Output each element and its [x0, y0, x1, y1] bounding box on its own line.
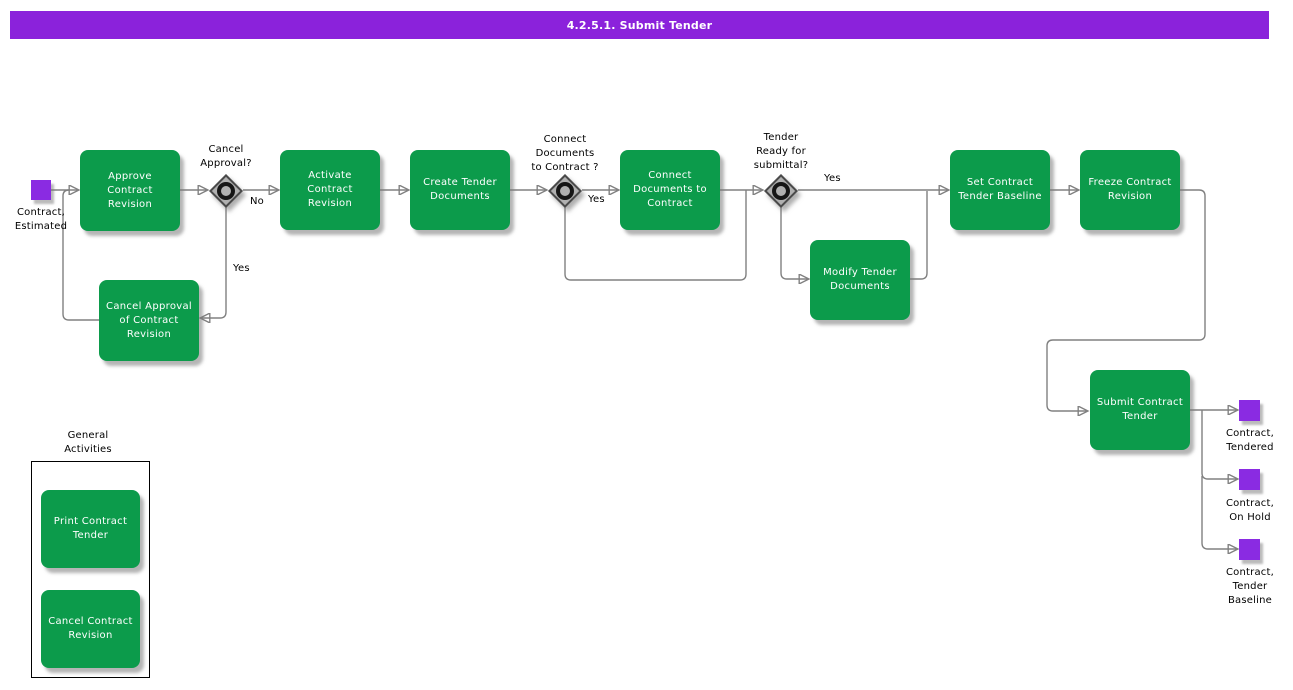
end-state-contract-tender-baseline[interactable]: [1239, 539, 1260, 560]
activity-submit-contract-tender[interactable]: Submit Contract Tender: [1090, 370, 1190, 450]
activity-label: Modify Tender Documents: [823, 267, 897, 292]
gateway-cancel-approval: [208, 173, 244, 209]
end-state-contract-on-hold[interactable]: [1239, 469, 1260, 490]
activity-set-contract-tender-baseline[interactable]: Set Contract Tender Baseline: [950, 150, 1050, 230]
start-state-label: Contract, Estimated: [14, 207, 68, 232]
general-activities-label: General Activities: [64, 430, 112, 455]
activity-label: Connect Documents to Contract: [633, 170, 707, 209]
start-state-contract-estimated[interactable]: [31, 180, 51, 200]
end-state-label: Contract, Tender Baseline: [1226, 567, 1274, 606]
activity-approve-contract-revision[interactable]: Approve Contract Revision: [80, 150, 180, 231]
activity-label: Print Contract Tender: [53, 516, 128, 541]
activity-label: Activate Contract Revision: [307, 170, 353, 209]
diagram-title-bar: 4.2.5.1. Submit Tender: [10, 11, 1269, 39]
branch-label-no: No: [250, 196, 264, 207]
edge-modify-merge: [910, 191, 928, 280]
activity-modify-tender-documents[interactable]: Modify Tender Documents: [810, 240, 910, 320]
branch-label-yes: Yes: [233, 263, 250, 274]
end-state-contract-tendered[interactable]: [1239, 400, 1260, 421]
activity-connect-documents-to-contract[interactable]: Connect Documents to Contract: [620, 150, 720, 230]
gateway-ring-icon: [217, 182, 235, 200]
edge-gw3-no-to-modify: [780, 207, 808, 279]
gateway-ring-icon: [556, 182, 574, 200]
gateway-connect-documents: [547, 173, 583, 209]
activity-activate-contract-revision[interactable]: Activate Contract Revision: [280, 150, 380, 230]
gateway-label-cancel-approval: Cancel Approval?: [200, 144, 252, 169]
activity-label: Set Contract Tender Baseline: [958, 177, 1042, 202]
branch-label-yes: Yes: [824, 173, 841, 184]
activity-label: Cancel Approval of Contract Revision: [106, 300, 192, 340]
activity-label: Create Tender Documents: [423, 177, 497, 202]
activity-cancel-contract-revision[interactable]: Cancel Contract Revision: [41, 590, 140, 668]
activity-label: Freeze Contract Revision: [1088, 177, 1172, 202]
activity-cancel-approval-of-contract-revision[interactable]: Cancel Approval of Contract Revision: [99, 280, 199, 361]
activity-label: Approve Contract Revision: [107, 170, 153, 210]
end-state-label: Contract, On Hold: [1226, 498, 1274, 523]
activity-create-tender-documents[interactable]: Create Tender Documents: [410, 150, 510, 230]
activity-print-contract-tender[interactable]: Print Contract Tender: [41, 490, 140, 568]
diagram-title: 4.2.5.1. Submit Tender: [566, 18, 713, 32]
gateway-tender-ready: [763, 173, 799, 209]
activity-label: Submit Contract Tender: [1096, 397, 1184, 422]
end-state-label: Contract, Tendered: [1226, 428, 1274, 453]
branch-label-yes: Yes: [588, 194, 605, 205]
edge-gw1-yes-to-cancelapproval: [201, 207, 227, 318]
gateway-label-connect-documents: Connect Documents to Contract ?: [531, 134, 599, 173]
activity-freeze-contract-revision[interactable]: Freeze Contract Revision: [1080, 150, 1180, 230]
activity-label: Cancel Contract Revision: [48, 616, 133, 641]
gateway-label-tender-ready: Tender Ready for submittal?: [753, 132, 809, 171]
gateway-ring-icon: [772, 182, 790, 200]
